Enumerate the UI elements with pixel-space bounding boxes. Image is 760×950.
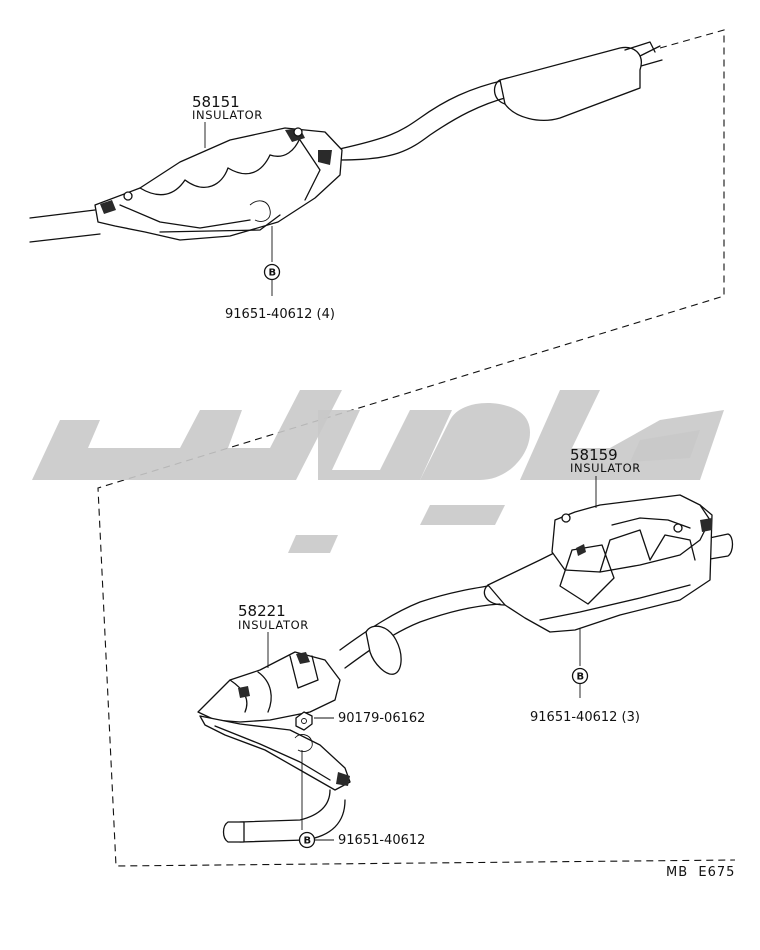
insulator-tail-number: 58221 [238,602,286,620]
bolt-marker-mid: B [577,672,585,683]
dashed-boundary [97,29,736,867]
tail-pipe [222,789,346,843]
watermark-logo [32,390,724,553]
bolt-mid-part-number: 91651-40612 (3) [530,710,640,725]
insulator-rear-number: 58159 [570,446,618,464]
rear-muffler-insulator [483,494,713,633]
center-pipe [339,533,734,675]
bolt-marker-bottom: B [304,836,312,847]
bolt-top-part-number: 91651-40612 (4) [225,307,335,322]
bolt-bottom-part-number: 91651-40612 [338,833,425,848]
diagram-reference-code: MB E675 [666,865,735,880]
callout-58151: 58151 INSULATOR [192,93,263,148]
callout-nut: 90179-06162 [295,711,425,731]
callout-58159: 58159 INSULATOR [570,446,641,508]
insulator-front-name: INSULATOR [192,108,263,122]
callout-58221: 58221 INSULATOR [238,602,309,668]
bolt-marker-top: B [269,268,277,279]
callout-bolt-mid: B 91651-40612 (3) [530,628,640,725]
front-exhaust-pipe [29,41,663,243]
insulator-rear-name: INSULATOR [570,461,641,475]
insulator-tail-name: INSULATOR [238,618,309,632]
catalytic-converter-insulator [94,127,343,241]
nut-part-number: 90179-06162 [338,711,425,726]
callout-bolt-bottom: B 91651-40612 [298,750,425,849]
tail-insulator [197,651,351,791]
insulator-front-number: 58151 [192,93,240,111]
callout-bolt-top: B 91651-40612 (4) [225,226,335,322]
